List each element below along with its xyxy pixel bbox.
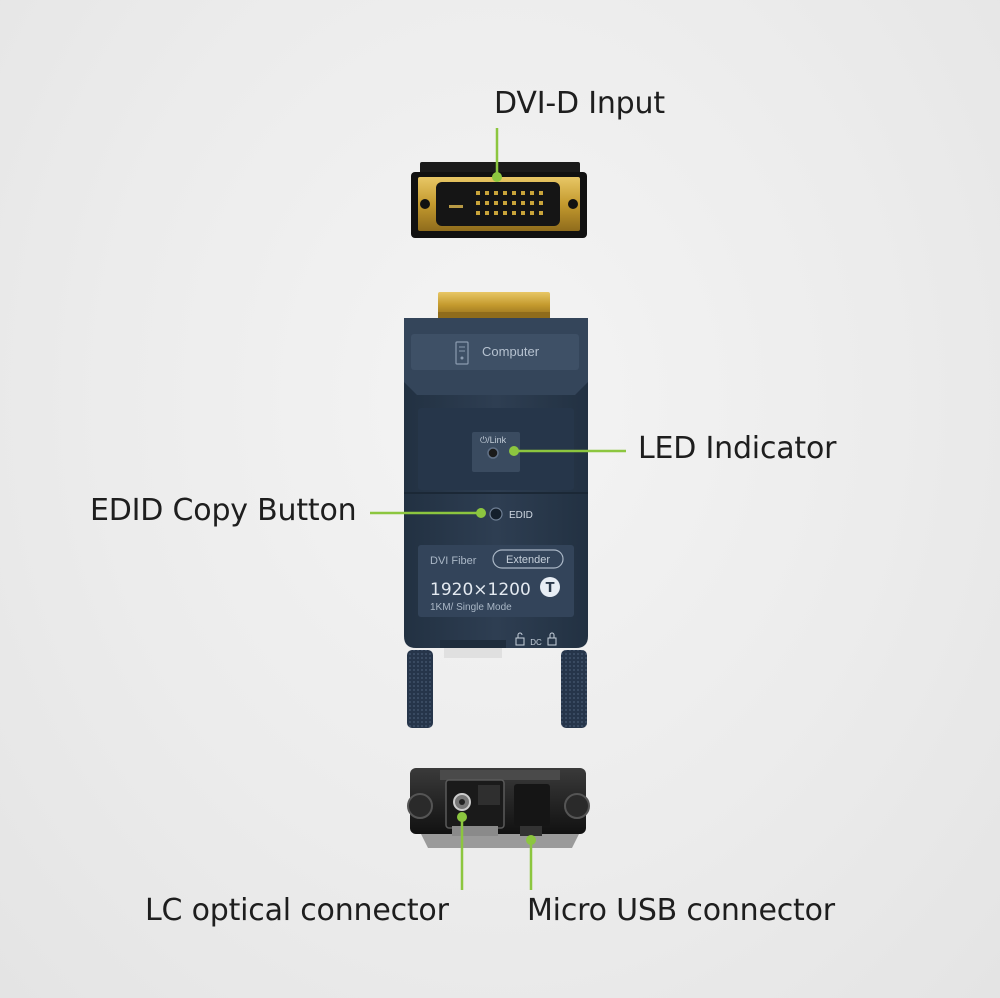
edid-label: EDID [509, 510, 533, 521]
led-callout-dot [509, 446, 519, 456]
spec-label: 1KM/ Single Mode [430, 602, 512, 613]
dvi-pin [539, 201, 543, 205]
usb-connector-label: Micro USB connector [527, 893, 835, 928]
dvi-pin [494, 201, 498, 205]
link-label: ⏻/Link [480, 435, 507, 445]
extender-body: Computer ⏻/Link EDID DVI Fiber Extender … [404, 292, 588, 728]
lc-connector-label: LC optical connector [145, 893, 449, 928]
led-indicator-label: LED Indicator [638, 431, 837, 466]
dvi-pin [476, 201, 480, 205]
product-line-label: DVI Fiber [430, 555, 477, 567]
dvi-callout-dot [492, 172, 502, 182]
dvi-pin [512, 191, 516, 195]
dvi-pin [485, 211, 489, 215]
dvi-pin [512, 201, 516, 205]
dvi-pin [494, 211, 498, 215]
dvi-pin [539, 191, 543, 195]
dvi-pin [530, 211, 534, 215]
dvi-pin [494, 191, 498, 195]
dvi-pin [539, 211, 543, 215]
dvi-pin [476, 211, 480, 215]
lc-callout-dot [457, 812, 467, 822]
resolution-label: 1920×1200 [430, 580, 531, 600]
dvi-pin [476, 191, 480, 195]
dvi-pin [521, 201, 525, 205]
dvi-pin [521, 211, 525, 215]
dvi-pin [503, 211, 507, 215]
dc-label: DC [530, 638, 542, 647]
dvi-pin [503, 201, 507, 205]
usb-callout-dot [526, 835, 536, 845]
edid-callout-dot [476, 508, 486, 518]
product-badge: Extender [506, 554, 550, 566]
dvi-pin [521, 191, 525, 195]
dvi-pin [530, 191, 534, 195]
dvi-connector-top [411, 162, 587, 238]
dvi-pin [503, 191, 507, 195]
edid-button-label: EDID Copy Button [90, 493, 357, 528]
dvi-pin [485, 201, 489, 205]
dvi-pin [485, 191, 489, 195]
computer-label: Computer [482, 344, 540, 359]
dvi-pin [512, 211, 516, 215]
type-badge: T [546, 581, 555, 596]
dvi-input-label: DVI-D Input [494, 86, 665, 121]
fiber-connector-bottom [407, 768, 590, 848]
dvi-pin [530, 201, 534, 205]
